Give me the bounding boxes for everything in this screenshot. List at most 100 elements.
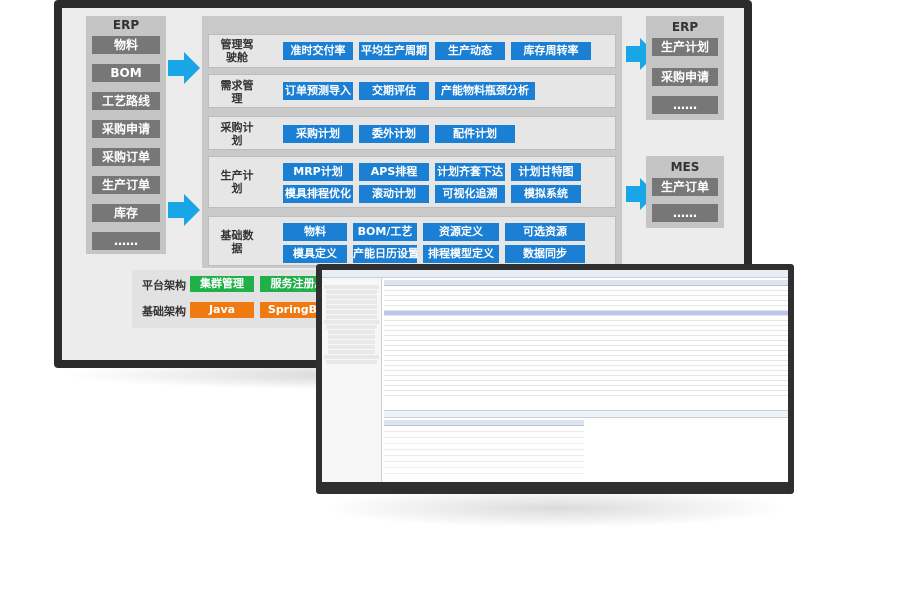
production-dynamics-button[interactable]: 生产动态: [435, 42, 505, 60]
mes-target-column: MES 生产订单 ……: [646, 156, 724, 228]
table-row[interactable]: [384, 376, 788, 381]
module-label: 需求管理: [220, 79, 254, 105]
kpi-avg-cycle-button[interactable]: 平均生产周期: [359, 42, 429, 60]
table-row[interactable]: [384, 462, 584, 468]
purchase-plan-button[interactable]: 采购计划: [283, 125, 353, 143]
plan-release-button[interactable]: 计划齐套下达: [435, 163, 505, 181]
bom-routing-button[interactable]: BOM/工艺: [353, 223, 417, 241]
table-row[interactable]: [384, 386, 788, 391]
scheduling-model-button[interactable]: 排程模型定义: [423, 245, 499, 263]
module-label: 生产计划: [220, 169, 254, 195]
erp-item-material[interactable]: 物料: [92, 36, 160, 54]
app-menubar: [322, 270, 788, 278]
pagination-bar: [384, 410, 788, 418]
erp-target-purchase-request[interactable]: 采购申请: [652, 68, 718, 86]
table-row[interactable]: [384, 426, 584, 432]
monitor-main: ERP 物料 BOM 工艺路线 采购申请 采购订单 生产订单 库存 …… 管理驾…: [54, 0, 752, 368]
data-sync-button[interactable]: 数据同步: [505, 245, 585, 263]
erp-source-title: ERP: [112, 18, 140, 32]
module-label: 基础数据: [220, 229, 254, 255]
module-label: 管理驾驶舱: [220, 38, 254, 64]
rolling-plan-button[interactable]: 滚动计划: [359, 185, 429, 203]
order-forecast-import-button[interactable]: 订单预测导入: [283, 82, 353, 100]
capacity-calendar-button[interactable]: 产能日历设置: [353, 245, 417, 263]
order-grid: [384, 280, 788, 396]
cluster-management-button[interactable]: 集群管理: [190, 276, 254, 292]
mes-target-title: MES: [670, 160, 700, 174]
erp-item-routing[interactable]: 工艺路线: [92, 92, 160, 110]
table-row[interactable]: [384, 316, 788, 321]
table-row[interactable]: [384, 321, 788, 326]
module-label: 采购计划: [220, 121, 254, 147]
scheduling-app-screen: [322, 270, 788, 482]
mrp-plan-button[interactable]: MRP计划: [283, 163, 353, 181]
table-row[interactable]: [384, 356, 788, 361]
aps-scheduling-button[interactable]: APS排程: [359, 163, 429, 181]
erp-item-production-order[interactable]: 生产订单: [92, 176, 160, 194]
mes-target-more[interactable]: ……: [652, 204, 718, 222]
erp-item-inventory[interactable]: 库存: [92, 204, 160, 222]
erp-item-purchase-request[interactable]: 采购申请: [92, 120, 160, 138]
monitor-shadow: [320, 488, 790, 528]
table-row[interactable]: [384, 336, 788, 341]
table-row[interactable]: [384, 286, 788, 291]
visual-trace-button[interactable]: 可视化追溯: [435, 185, 505, 203]
table-row-selected[interactable]: [384, 311, 788, 316]
resource-definition-button[interactable]: 资源定义: [423, 223, 499, 241]
planning-modules-panel: 管理驾驶舱 准时交付率 平均生产周期 生产动态 库存周转率 需求管理 订单预测导…: [202, 16, 622, 268]
erp-target-title: ERP: [671, 20, 699, 34]
table-row[interactable]: [384, 346, 788, 351]
material-data-button[interactable]: 物料: [283, 223, 347, 241]
module-row-demand: 需求管理 订单预测导入 交期评估 产能物料瓶颈分析: [208, 74, 616, 108]
erp-target-column: ERP 生产计划 采购申请 ……: [646, 16, 724, 120]
detail-grid: [384, 420, 584, 474]
table-row[interactable]: [384, 444, 584, 450]
table-row[interactable]: [384, 450, 584, 456]
table-row[interactable]: [384, 432, 584, 438]
table-row[interactable]: [384, 306, 788, 311]
erp-item-purchase-order[interactable]: 采购订单: [92, 148, 160, 166]
module-row-production: 生产计划 MRP计划 APS排程 计划齐套下达 计划甘特图 模具排程优化 滚动计…: [208, 156, 616, 208]
erp-target-more[interactable]: ……: [652, 96, 718, 114]
module-row-master-data: 基础数据 物料 BOM/工艺 资源定义 可选资源 模具定义 产能日历设置 排程模…: [208, 216, 616, 266]
erp-item-bom[interactable]: BOM: [92, 64, 160, 82]
bottleneck-analysis-button[interactable]: 产能物料瓶颈分析: [435, 82, 535, 100]
parts-plan-button[interactable]: 配件计划: [435, 125, 515, 143]
monitor-secondary: [316, 264, 794, 494]
table-row[interactable]: [384, 438, 584, 444]
table-row[interactable]: [384, 361, 788, 366]
mes-target-production-order[interactable]: 生产订单: [652, 178, 718, 196]
table-row[interactable]: [384, 326, 788, 331]
base-arch-label: 基础架构: [142, 305, 186, 318]
table-row[interactable]: [384, 381, 788, 386]
mold-scheduling-button[interactable]: 模具排程优化: [283, 185, 353, 203]
table-row[interactable]: [384, 468, 584, 474]
kpi-on-time-delivery-button[interactable]: 准时交付率: [283, 42, 353, 60]
gantt-chart-button[interactable]: 计划甘特图: [511, 163, 581, 181]
module-row-purchase: 采购计划 采购计划 委外计划 配件计划: [208, 116, 616, 150]
table-row[interactable]: [384, 456, 584, 462]
erp-target-production-plan[interactable]: 生产计划: [652, 38, 718, 56]
inventory-turnover-button[interactable]: 库存周转率: [511, 42, 591, 60]
table-row[interactable]: [384, 371, 788, 376]
optional-resource-button[interactable]: 可选资源: [505, 223, 585, 241]
java-button[interactable]: Java: [190, 302, 254, 318]
platform-arch-label: 平台架构: [142, 279, 186, 292]
delivery-evaluation-button[interactable]: 交期评估: [359, 82, 429, 100]
simulation-system-button[interactable]: 模拟系统: [511, 185, 581, 203]
table-row[interactable]: [384, 296, 788, 301]
mold-definition-button[interactable]: 模具定义: [283, 245, 347, 263]
grid-header: [384, 420, 584, 426]
table-row[interactable]: [384, 351, 788, 356]
table-row[interactable]: [384, 341, 788, 346]
grid-header: [384, 280, 788, 286]
erp-source-column: ERP 物料 BOM 工艺路线 采购申请 采购订单 生产订单 库存 ……: [86, 16, 166, 254]
table-row[interactable]: [384, 301, 788, 306]
table-row[interactable]: [384, 331, 788, 336]
navigation-tree: [322, 278, 382, 482]
table-row[interactable]: [384, 366, 788, 371]
table-row[interactable]: [384, 291, 788, 296]
erp-item-more[interactable]: ……: [92, 232, 160, 250]
outsourcing-plan-button[interactable]: 委外计划: [359, 125, 429, 143]
table-row[interactable]: [384, 391, 788, 396]
